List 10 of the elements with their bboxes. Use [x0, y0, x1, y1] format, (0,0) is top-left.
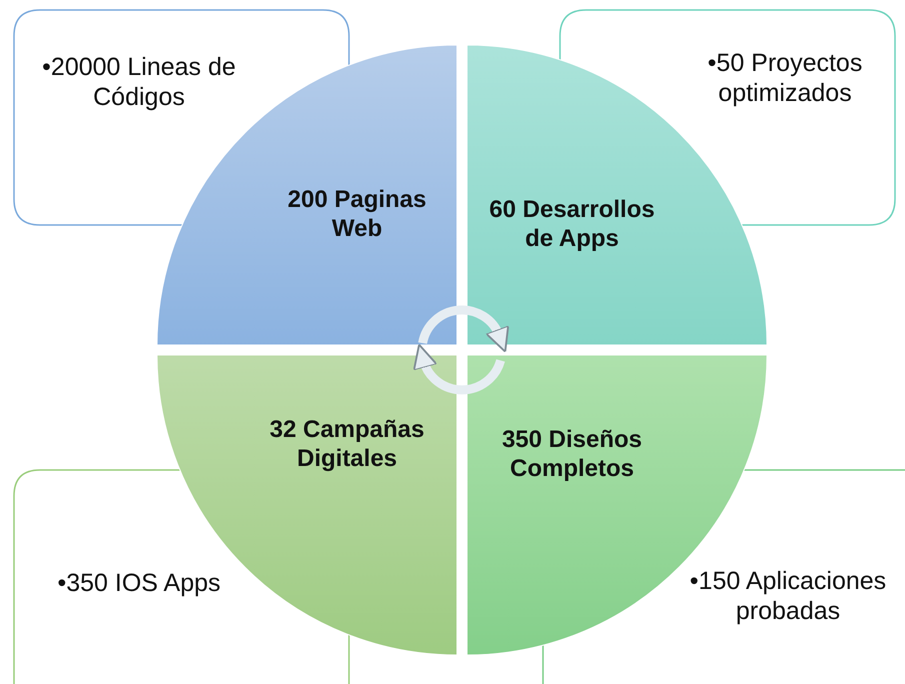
bullet-text: •50 Proyectos optimizados [706, 48, 864, 108]
bullet-text: •150 Aplicaciones probadas [688, 566, 888, 626]
segment-label: 350 Diseños Completos [500, 425, 644, 483]
segment-label: 32 Campañas Digitales [268, 415, 426, 473]
circular-arrow [418, 306, 508, 352]
bullet-text: •20000 Lineas de Códigos [41, 52, 237, 112]
bullet-text: •350 IOS Apps [56, 568, 222, 598]
segment-label: 200 Paginas Web [286, 185, 428, 243]
quarter-circle-segment [157, 355, 457, 655]
segment-label: 60 Desarrollos de Apps [488, 195, 656, 253]
